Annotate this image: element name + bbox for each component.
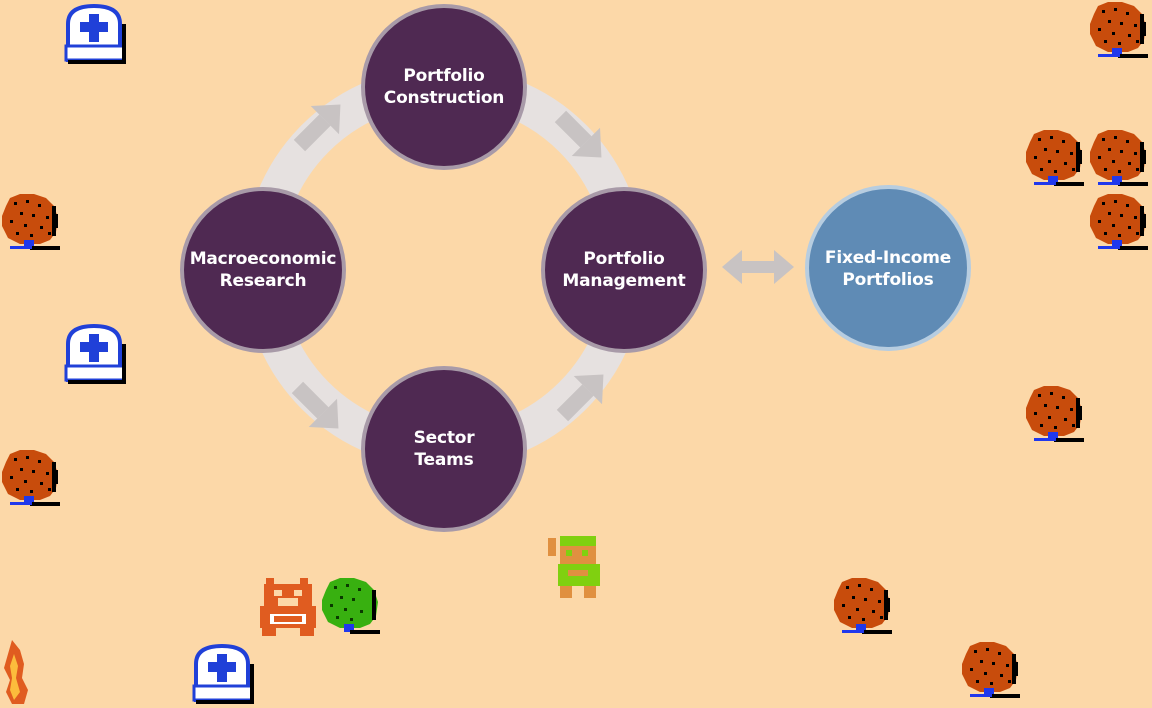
tree-sprite: [1090, 194, 1148, 250]
link-hero: [548, 536, 600, 598]
tree-sprite: [1090, 2, 1148, 58]
grave-sprite: [64, 4, 128, 66]
grave-sprite: [192, 644, 256, 706]
node-portfolio-management: [541, 187, 707, 353]
grave-sprite: [64, 324, 128, 386]
fire-flame: [4, 640, 28, 704]
tree-sprite: [2, 450, 60, 506]
tree-sprite: [1026, 386, 1084, 442]
tree-sprite: [1026, 130, 1084, 186]
cycle-arrow-down-left: [291, 381, 339, 429]
node-macroeconomic-research: [180, 187, 346, 353]
moblin-enemy: [260, 578, 316, 636]
tree-sprite: [834, 578, 892, 634]
bush-sprite: [322, 578, 380, 634]
tree-sprite: [962, 642, 1020, 698]
node-fixed-income-portfolios: [805, 185, 971, 351]
cycle-arrow-up-right: [293, 104, 341, 152]
node-portfolio-construction: [361, 4, 527, 170]
cycle-arrow-down-right: [554, 110, 602, 158]
node-sector-teams: [361, 366, 527, 532]
tree-sprite: [1090, 130, 1148, 186]
tree-sprite: [2, 194, 60, 250]
cycle-arrow-up-left: [556, 374, 604, 422]
double-arrow-icon: [722, 250, 794, 284]
